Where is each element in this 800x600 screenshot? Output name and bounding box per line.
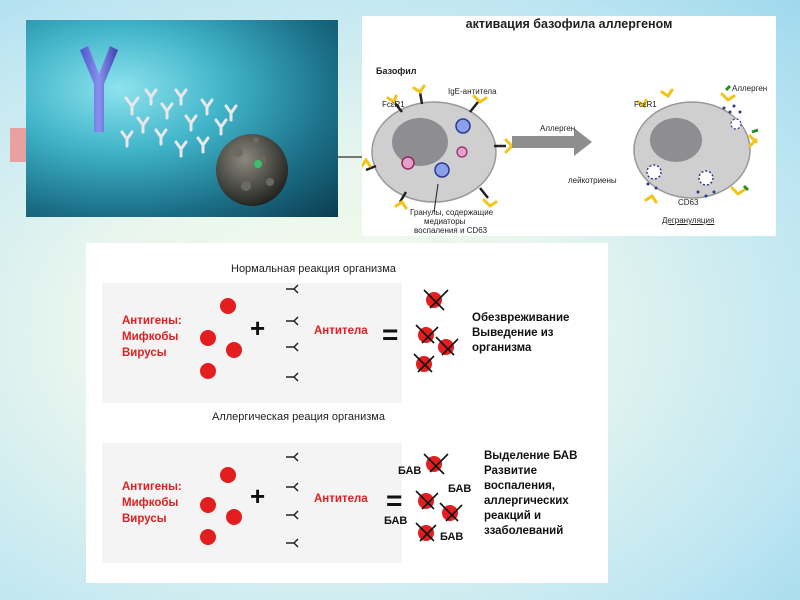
allergic-plus: + <box>250 481 266 511</box>
allergic-antibodies-label: Антитела <box>314 493 368 505</box>
granules-note-line-3: воспаления и CD63 <box>414 226 488 235</box>
allergic-result-line-2: Развитие <box>484 465 538 477</box>
normal-antigens <box>200 298 242 379</box>
normal-antigens-line-1: Антигены: <box>122 315 182 327</box>
receptor-left-label: FcεR1 <box>382 100 405 109</box>
normal-result-text: Обезвреживание Выведение из организма <box>472 311 569 356</box>
allergic-antibodies <box>286 452 299 548</box>
allergic-result-text: Выделение БАВ Развитие воспаления, аллер… <box>484 449 577 539</box>
normal-result-line-3: организма <box>472 342 532 354</box>
cd63-label: CD63 <box>678 198 699 207</box>
leukotrienes-label: лейкотриены <box>568 176 617 185</box>
large-antibody-shape <box>80 46 118 132</box>
normal-complexes <box>413 289 459 373</box>
basophil-diagram <box>362 84 759 213</box>
reaction-diagram <box>102 283 463 563</box>
bav-label-3: БАВ <box>384 515 408 527</box>
normal-equals: = <box>382 319 399 350</box>
allergic-equals: = <box>386 485 403 516</box>
normal-heading: Нормальная реакция организма <box>231 263 396 275</box>
allergic-complexes <box>415 453 463 542</box>
panel-title: активация базофила аллергеном <box>465 17 673 31</box>
allergic-antigens-line-1: Антигены: <box>122 481 182 493</box>
allergic-antigens-line-2: Мифкобы <box>122 497 179 509</box>
ige-label: IgE-антитела <box>448 87 497 96</box>
allergic-result-line-6: ззаболеваний <box>484 525 564 537</box>
immune-reaction-panel: Нормальная реакция организма Антигены: М… <box>86 243 608 583</box>
allergic-antigens-text: Антигены: Мифкобы Вирусы <box>122 479 182 527</box>
connector-line <box>338 156 364 158</box>
granules-note-line-1: Гранулы, содержащие <box>410 208 494 217</box>
basophil-label: Базофил <box>376 66 417 76</box>
bav-label-2: БАВ <box>448 483 472 495</box>
normal-antigens-text: Антигены: Мифкобы Вирусы <box>122 313 182 361</box>
antibody-photo <box>26 20 338 217</box>
normal-result-line-2: Выведение из <box>472 327 554 339</box>
granules-note-line-2: медиаторы <box>424 217 466 226</box>
allergen-arrow-label: Аллерген <box>540 124 576 133</box>
normal-plus: + <box>250 313 266 343</box>
allergic-heading: Аллергическая реация организма <box>212 411 385 423</box>
bav-label-1: БАВ <box>398 465 422 477</box>
normal-antibodies-label: Антитела <box>314 325 368 337</box>
allergen-label: Аллерген <box>732 84 768 93</box>
red-accent-block <box>10 128 28 162</box>
normal-antibodies <box>286 284 299 382</box>
small-antibodies <box>120 88 238 158</box>
degranulation-label: Дегрануляция <box>662 216 715 225</box>
allergic-result-line-3: воспаления, <box>484 480 555 492</box>
basophil-activation-panel: активация базофила аллергеном <box>362 16 776 236</box>
bav-label-4: БАВ <box>440 531 464 543</box>
pathogen-cell <box>216 134 288 206</box>
normal-antigens-line-3: Вирусы <box>122 347 167 359</box>
allergic-result-line-5: реакций и <box>484 510 542 522</box>
normal-antigens-line-2: Мифкобы <box>122 331 179 343</box>
allergic-antigens <box>200 467 242 545</box>
allergic-result-line-1: Выделение БАВ <box>484 450 578 462</box>
normal-result-line-1: Обезвреживание <box>472 312 570 324</box>
receptor-right-label: FcεR1 <box>634 100 657 109</box>
allergic-antigens-line-3: Вирусы <box>122 513 167 525</box>
allergic-result-line-4: аллергических <box>484 495 569 507</box>
antibody-illustration <box>80 46 288 206</box>
